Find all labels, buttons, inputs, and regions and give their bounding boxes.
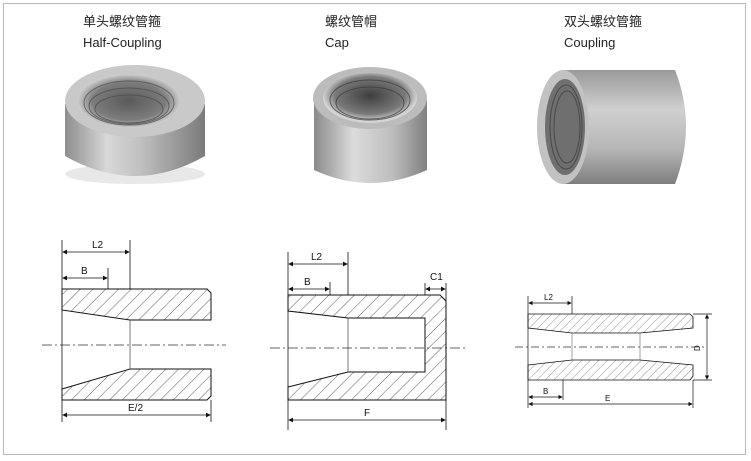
coupling-b-label: B [543,387,548,396]
half-coupling-photo [65,65,205,184]
half-coupling-title-en: Half-Coupling [83,35,162,50]
cap-l2-label: L2 [311,252,323,263]
half-coupling-l2-label: L2 [92,240,104,251]
cap-c1-label: C1 [430,272,443,283]
half-coupling-drawing [42,240,226,422]
coupling-l2-label: L2 [544,293,553,302]
coupling-title-en: Coupling [564,35,616,50]
cap-title-en: Cap [325,35,349,50]
half-coupling-e-half-label: E/2 [128,403,143,414]
coupling-drawing [515,296,712,408]
half-coupling-title-zh: 单头螺纹管箍 [83,15,162,30]
cap-drawing [270,252,468,430]
half-coupling-b-label: B [81,266,88,277]
cap-f-label: F [364,408,370,419]
cap-photo [313,67,427,183]
coupling-title-zh: 双头螺纹管箍 [564,15,643,30]
coupling-photo [537,70,686,184]
cap-title-zh: 螺纹管帽 [325,15,378,30]
cap-b-label: B [304,277,311,288]
coupling-e-label: E [605,394,610,403]
coupling-d-label: D [693,345,702,351]
